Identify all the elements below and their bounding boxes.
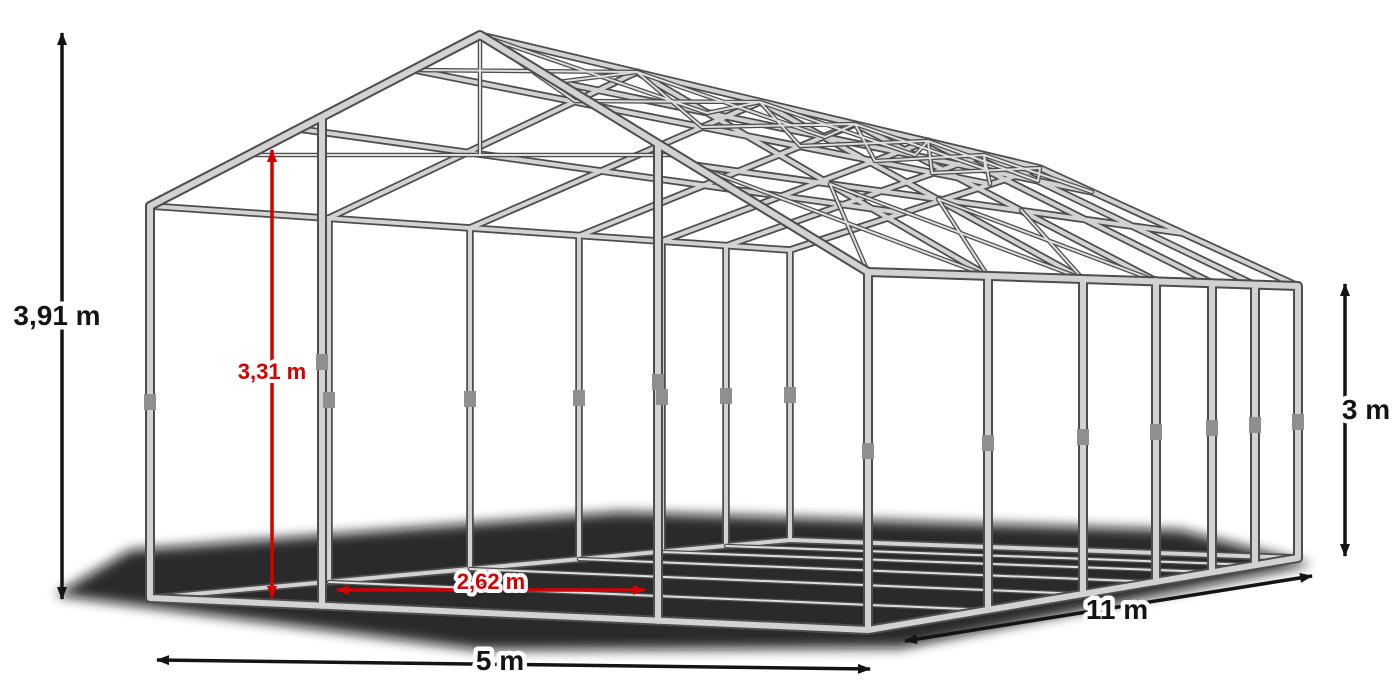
width-label: 5 m [476, 645, 524, 676]
width-arrow [156, 655, 871, 674]
length-label: 11 m [1086, 594, 1148, 625]
total-height-label: 3,91 m [13, 300, 100, 331]
entry-width-label: 2,62 m [457, 569, 526, 594]
clear-height-label: 3,31 m [238, 359, 307, 384]
dimension-annotations: 3,91 m 3,31 m 3 m 2,62 m 5 m 11 m [9, 32, 1395, 681]
length-arrow [904, 572, 1313, 645]
post-couplings [144, 354, 1304, 459]
side-height-label: 3 m [1342, 394, 1390, 425]
